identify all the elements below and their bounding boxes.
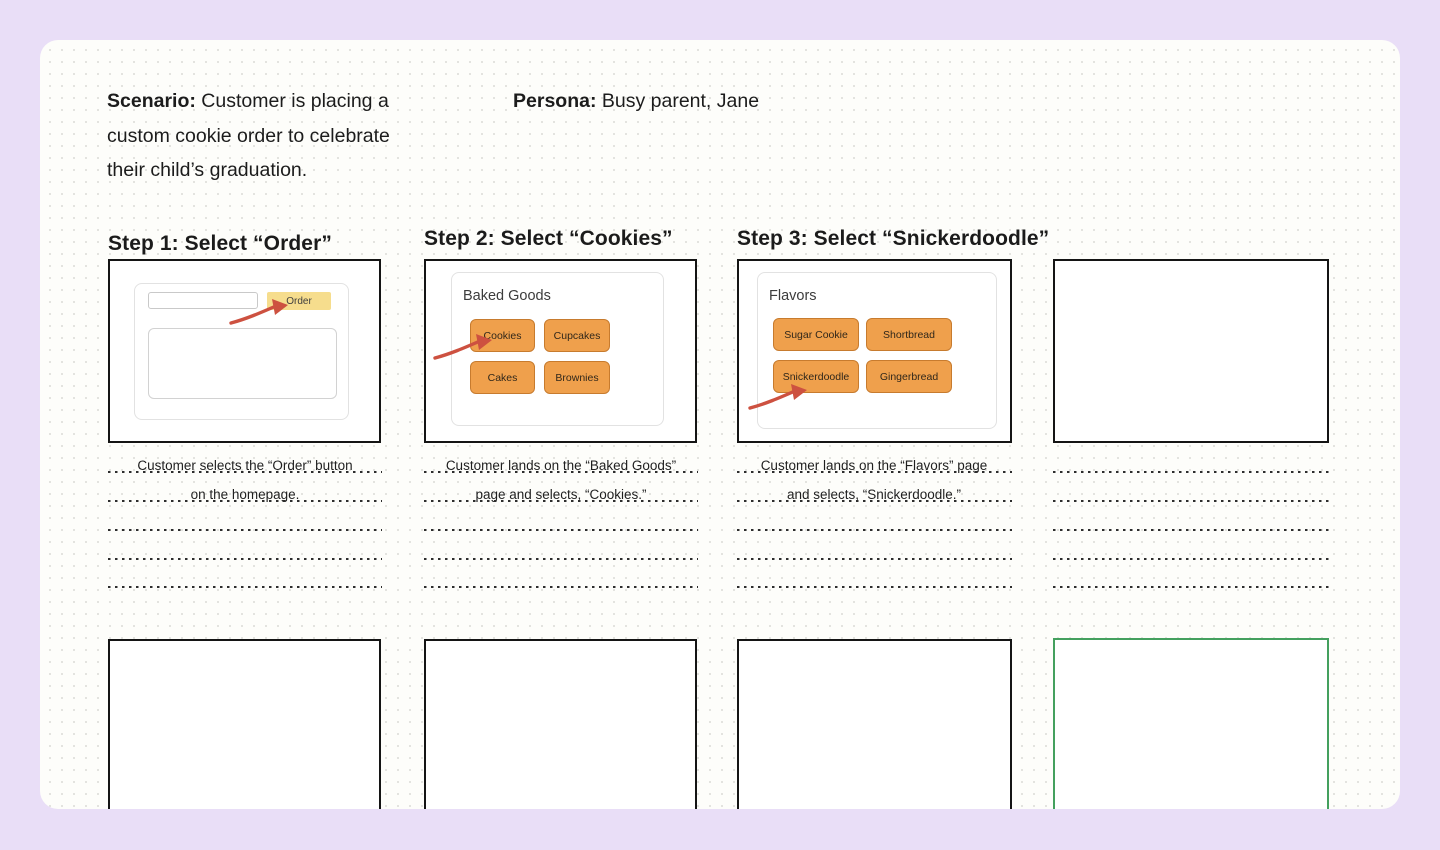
ruled-line [108,471,382,474]
ruled-line [1053,529,1329,532]
frame-empty-3[interactable] [737,639,1012,809]
ruled-line [424,558,698,561]
ruled-line [108,500,382,503]
ruled-line [424,500,698,503]
scenario-label: Scenario: [107,90,196,112]
ruled-line [737,529,1012,532]
ruled-line [1053,558,1329,561]
content-placeholder-box[interactable] [148,328,337,399]
persona-label: Persona: [513,90,597,112]
search-input[interactable] [148,292,258,309]
ruled-line [108,586,382,589]
frame-empty-green-selected[interactable] [1053,638,1329,809]
ruled-line [1053,471,1329,474]
step-2-title: Step 2: Select “Cookies” [424,227,673,250]
storyboard-canvas: Scenario: Customer is placing a custom c… [40,40,1400,809]
ruled-line [108,558,382,561]
red-arrow-annotation[interactable] [747,383,809,413]
ruled-line [424,586,698,589]
persona-text: Persona: Busy parent, Jane [513,90,760,112]
red-arrow-annotation[interactable] [432,333,494,363]
ruled-line [424,471,698,474]
red-arrow-annotation[interactable] [228,298,290,328]
ruled-line [108,529,382,532]
frame-step-4-empty[interactable] [1053,259,1329,443]
frame-step-3[interactable]: Flavors Sugar Cookie Shortbread Snickerd… [737,259,1012,443]
frame-empty-1[interactable] [108,639,381,809]
ruled-line [737,471,1012,474]
panel-title: Flavors [769,288,817,304]
cakes-button[interactable]: Cakes [470,361,535,394]
ruled-line [424,529,698,532]
caption-step-2: Customer lands on the “Baked Goods” page… [445,458,677,502]
flavors-panel[interactable]: Flavors Sugar Cookie Shortbread Snickerd… [757,272,997,429]
step-3-title: Step 3: Select “Snickerdoodle” [737,227,1050,250]
frame-step-2[interactable]: Baked Goods Cookies Cupcakes Cakes Brown… [424,259,697,443]
frame-step-1[interactable]: Order [108,259,381,443]
baked-goods-panel[interactable]: Baked Goods Cookies Cupcakes Cakes Brown… [451,272,664,426]
panel-title: Baked Goods [463,288,551,304]
step-1-title: Step 1: Select “Order” [108,232,332,255]
gingerbread-button[interactable]: Gingerbread [866,360,952,393]
ruled-line [737,586,1012,589]
sugar-cookie-button[interactable]: Sugar Cookie [773,318,859,351]
caption-step-1: Customer selects the “Order” button on t… [137,458,353,502]
ruled-line [737,558,1012,561]
cupcakes-button[interactable]: Cupcakes [544,319,610,352]
frame-empty-2[interactable] [424,639,697,809]
ruled-line [1053,500,1329,503]
snickerdoodle-button[interactable]: Snickerdoodle [773,360,859,393]
shortbread-button[interactable]: Shortbread [866,318,952,351]
brownies-button[interactable]: Brownies [544,361,610,394]
scenario-text: Scenario: Customer is placing a custom c… [107,90,390,182]
caption-step-3: Customer lands on the “Flavors” page and… [760,458,988,502]
ruled-line [1053,586,1329,589]
browser-wireframe-panel[interactable]: Order [134,283,349,420]
ruled-line [737,500,1012,503]
